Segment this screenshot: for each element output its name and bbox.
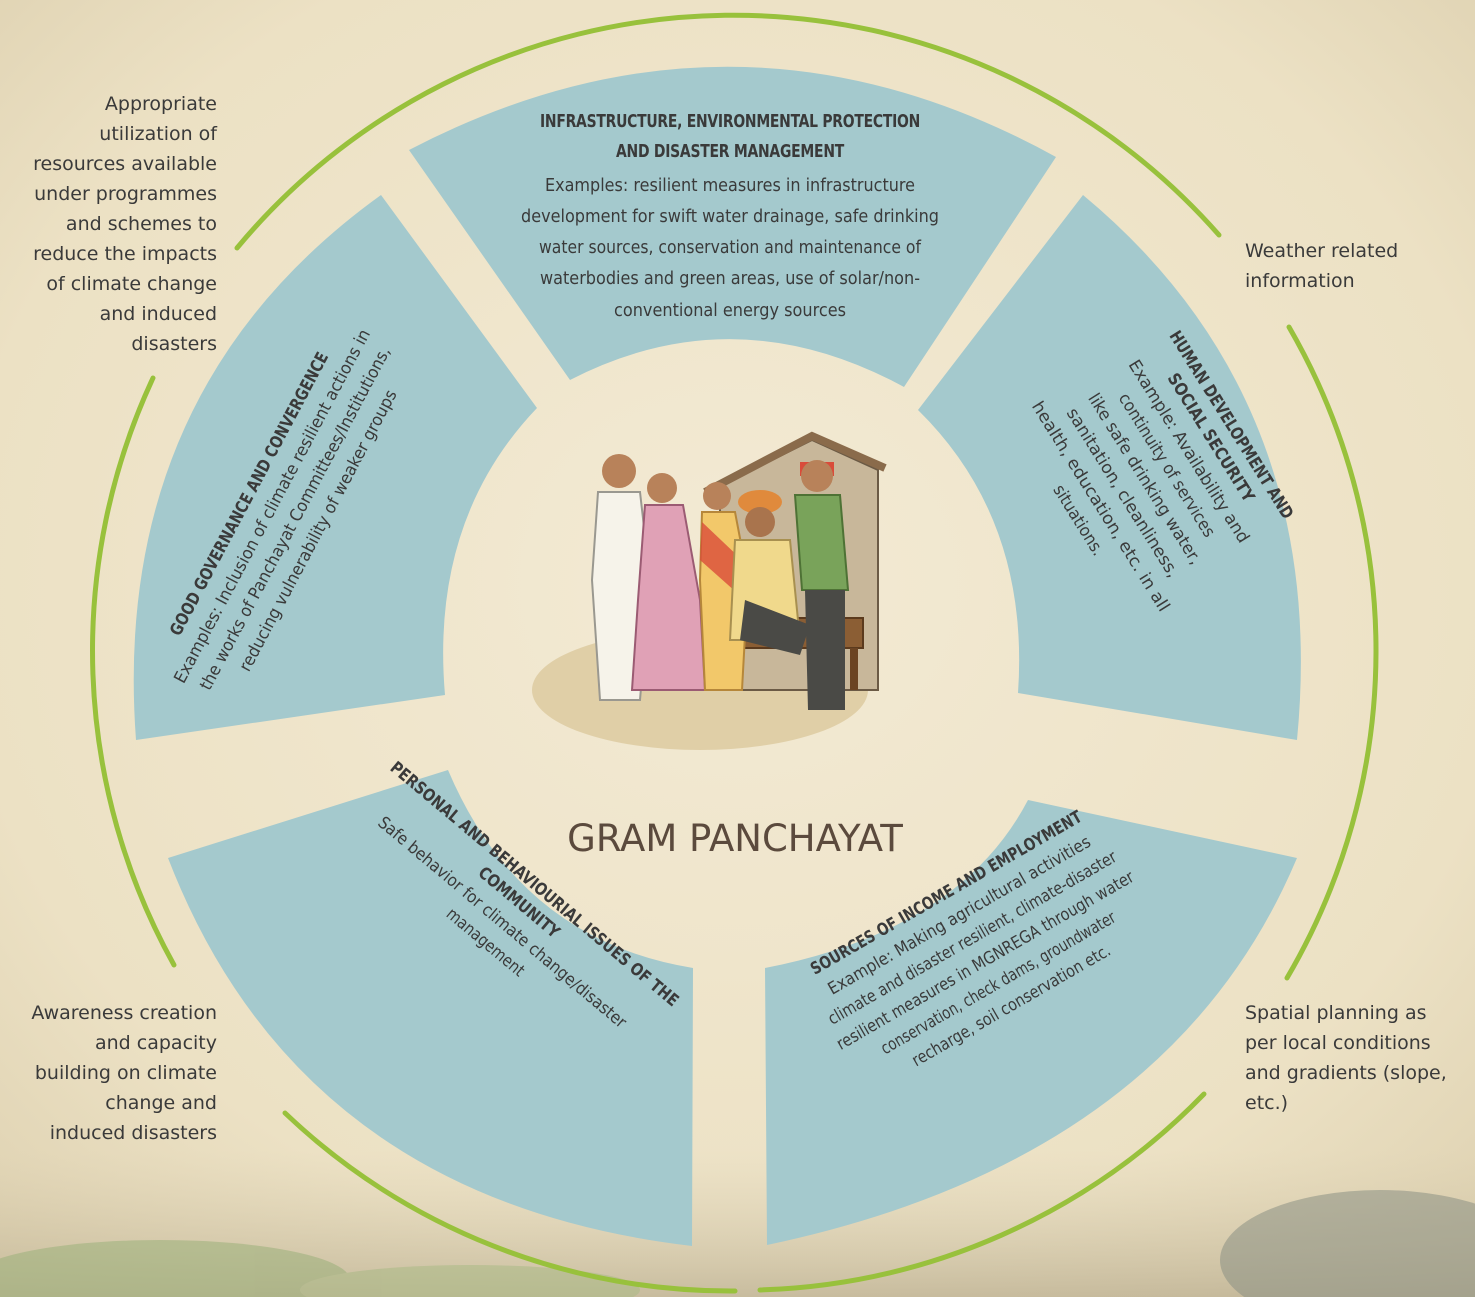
segment-good-governance[interactable]	[133, 195, 537, 740]
note-top-left-line: reduce the impacts	[33, 243, 217, 265]
note-bottom-right-line: and gradients (slope,	[1245, 1062, 1447, 1084]
segment-infrastructure-title: AND DISASTER MANAGEMENT	[616, 141, 844, 162]
segments	[133, 66, 1301, 1246]
note-bottom-left-line: Awareness creation	[31, 1002, 217, 1024]
note-top-left-line: Appropriate	[104, 93, 217, 115]
ring-arc-top	[234, 12, 1222, 251]
note-top-right: Weather related information	[1245, 236, 1470, 296]
segment-infrastructure-line: water sources, conservation and maintena…	[539, 237, 922, 258]
note-top-right-line: information	[1245, 270, 1355, 292]
segment-infrastructure-title: INFRASTRUCTURE, ENVIRONMENTAL PROTECTION	[540, 111, 920, 132]
note-top-left-line: under programmes	[34, 183, 217, 205]
note-bottom-right-line: Spatial planning as	[1245, 1002, 1427, 1024]
segment-infrastructure-text: INFRASTRUCTURE, ENVIRONMENTAL PROTECTION…	[521, 111, 939, 321]
segment-infrastructure-line: development for swift water drainage, sa…	[521, 206, 939, 227]
center-label: GRAM PANCHAYAT	[567, 817, 903, 860]
segment-infrastructure-line: conventional energy sources	[614, 300, 846, 321]
note-top-left-line: and induced	[99, 303, 217, 325]
note-bottom-left: Awareness creation and capacity building…	[0, 998, 217, 1148]
segment-personal-behavioural[interactable]	[168, 770, 693, 1246]
ring-arc-bottom-right	[757, 1091, 1207, 1293]
note-bottom-left-line: and capacity	[95, 1032, 217, 1054]
note-top-left-line: resources available	[33, 153, 217, 175]
note-bottom-left-line: change and	[105, 1092, 217, 1114]
note-top-left-line: disasters	[131, 333, 217, 355]
segment-infrastructure[interactable]	[409, 66, 1056, 388]
villagers-meeting-illustration	[532, 431, 887, 750]
note-top-left-line: of climate change	[46, 273, 217, 295]
note-top-right-line: Weather related	[1245, 240, 1399, 262]
note-bottom-right: Spatial planning as per local conditions…	[1245, 998, 1473, 1118]
note-top-left: Appropriate utilization of resources ava…	[0, 89, 217, 359]
note-top-left-line: utilization of	[99, 123, 217, 145]
ring-arc-bottom	[282, 1110, 738, 1294]
background-foliage	[0, 1190, 1475, 1297]
note-bottom-right-line: etc.)	[1245, 1092, 1289, 1114]
ring-arc-left	[90, 375, 177, 968]
note-top-left-line: and schemes to	[65, 213, 217, 235]
segment-income-employment[interactable]	[765, 800, 1297, 1245]
segment-infrastructure-line: Examples: resilient measures in infrastr…	[545, 175, 915, 196]
note-bottom-right-line: per local conditions	[1245, 1032, 1431, 1054]
segment-human-development[interactable]	[918, 195, 1301, 740]
note-bottom-left-line: building on climate	[34, 1062, 217, 1084]
note-bottom-left-line: induced disasters	[49, 1122, 217, 1144]
ring-arc-right	[1284, 324, 1379, 981]
segment-infrastructure-line: waterbodies and green areas, use of sola…	[540, 268, 920, 289]
outer-ring	[90, 12, 1379, 1294]
